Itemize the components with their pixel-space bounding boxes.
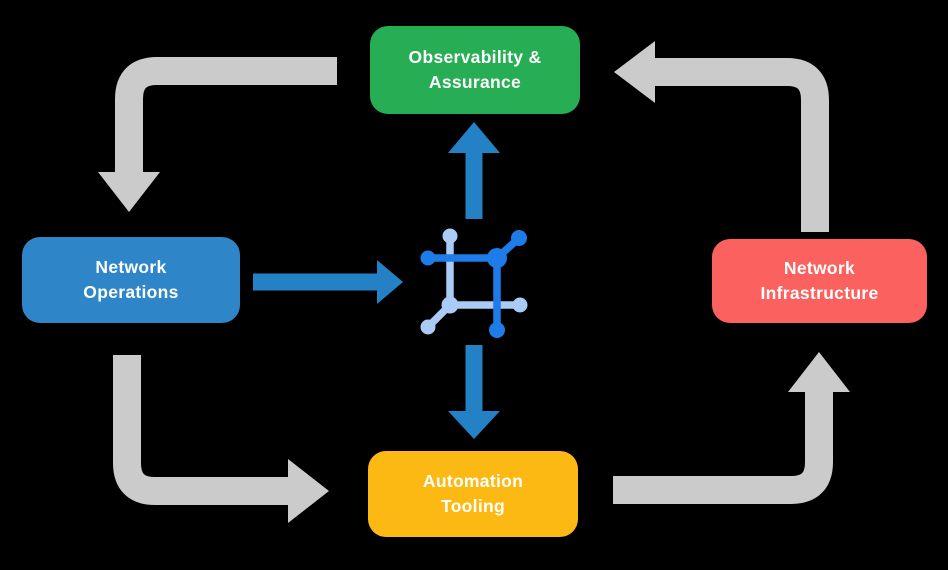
- arrow-network-operations-to-automation-tooling: [113, 355, 329, 523]
- arrow-network-infrastructure-to-observability: [614, 41, 829, 232]
- node-automation-tooling-label: Automation Tooling: [422, 471, 524, 516]
- node-observability-assurance-label: Observability & Assurance: [408, 47, 542, 92]
- network-mesh-dark-nodes: [420, 230, 527, 338]
- arrow-center-to-observability: [448, 122, 500, 219]
- node-observability-assurance: Observability & Assurance: [370, 26, 580, 114]
- arrow-observability-to-network-operations: [98, 57, 337, 212]
- arrow-center-to-automation-tooling: [448, 345, 500, 439]
- node-network-operations: Network Operations: [22, 237, 240, 323]
- node-network-operations-label: Network Operations: [83, 257, 179, 302]
- node-network-infrastructure: Network Infrastructure: [712, 239, 927, 323]
- node-automation-tooling: Automation Tooling: [368, 451, 578, 537]
- network-mesh-light-nodes: [420, 228, 528, 335]
- network-mesh-icon: [420, 228, 528, 338]
- arrow-automation-tooling-to-network-infrastructure: [613, 352, 850, 504]
- arrow-network-operations-to-center: [253, 260, 403, 304]
- node-network-infrastructure-label: Network Infrastructure: [760, 258, 879, 303]
